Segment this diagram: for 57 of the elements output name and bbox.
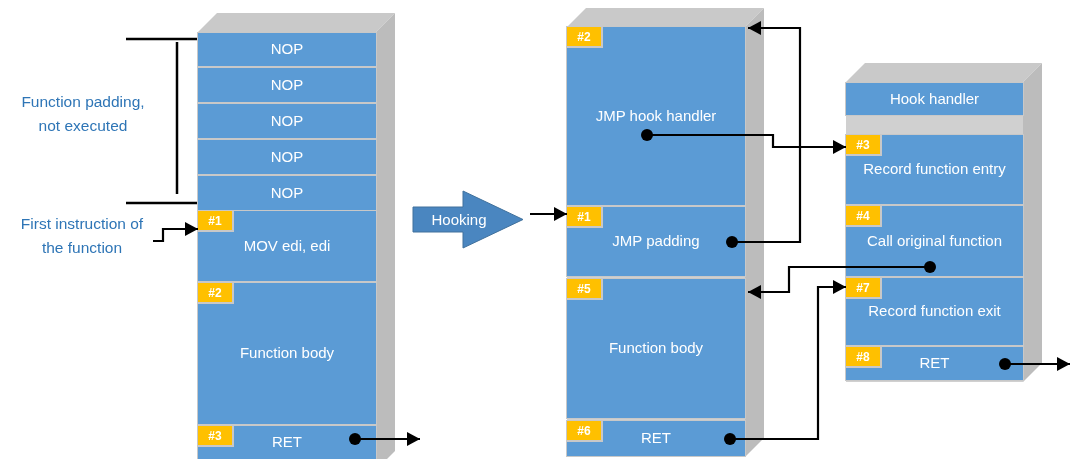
instruction-block: [567, 279, 745, 418]
instruction-label: JMP padding: [611, 231, 701, 252]
connector-arrow: [748, 261, 936, 299]
instruction-block: [567, 421, 745, 456]
step-badge: #1: [567, 207, 603, 228]
instruction-block: [567, 207, 745, 276]
instruction-label: Hook handler: [888, 88, 981, 109]
instruction-block: [846, 206, 1023, 276]
instruction-label: NOP: [269, 146, 305, 167]
instruction-label: MOV edi, edi: [242, 235, 332, 256]
instruction-block: [198, 211, 376, 281]
instruction-label: Function body: [238, 343, 336, 364]
block-arrow: [413, 191, 523, 248]
connector-arrow: [153, 222, 198, 243]
step-badge: #5: [567, 279, 603, 300]
connector-arrow: [724, 280, 846, 445]
instruction-label: Function body: [607, 338, 705, 359]
step-badge: #1: [198, 211, 234, 232]
step-badge: #2: [198, 283, 234, 304]
arrow-label: Hooking: [430, 210, 488, 230]
connector-arrow: [641, 129, 846, 154]
annotation-text: First instruction of the function: [19, 214, 145, 258]
step-badge: #8: [846, 347, 882, 368]
instruction-label: JMP hook handler: [594, 105, 718, 126]
instruction-label: RET: [918, 353, 951, 374]
instruction-block: [846, 135, 1023, 204]
instruction-block: [198, 104, 376, 138]
step-badge: #6: [567, 421, 603, 442]
instruction-block: [198, 426, 376, 459]
step-badge: #7: [846, 278, 882, 299]
connector-arrow: [530, 207, 567, 221]
connector-arrow: [999, 357, 1070, 371]
instruction-label: NOP: [269, 74, 305, 95]
instruction-label: NOP: [269, 110, 305, 131]
instruction-label: Call original function: [865, 230, 1004, 251]
connector-arrow: [349, 432, 420, 446]
connector-arrow: [726, 21, 802, 248]
instruction-block: [198, 176, 376, 210]
instruction-block: [846, 347, 1023, 380]
instruction-block: [198, 33, 376, 66]
step-badge: #3: [846, 135, 882, 156]
instruction-label: NOP: [269, 39, 305, 60]
step-badge: #3: [198, 426, 234, 447]
instruction-block: [567, 27, 745, 205]
instruction-block: [198, 140, 376, 174]
instruction-label: RET: [640, 428, 672, 449]
annotation-text: Function padding, not executed: [20, 92, 146, 136]
instruction-block: [846, 278, 1023, 345]
instruction-label: Record function exit: [867, 301, 1002, 322]
instruction-label: NOP: [269, 182, 305, 203]
instruction-block: [198, 68, 376, 102]
step-badge: #2: [567, 27, 603, 48]
instruction-label: Record function entry: [862, 159, 1007, 180]
step-badge: #4: [846, 206, 882, 227]
instruction-block: [846, 83, 1023, 115]
instruction-block: [198, 283, 376, 424]
instruction-label: RET: [271, 432, 303, 453]
